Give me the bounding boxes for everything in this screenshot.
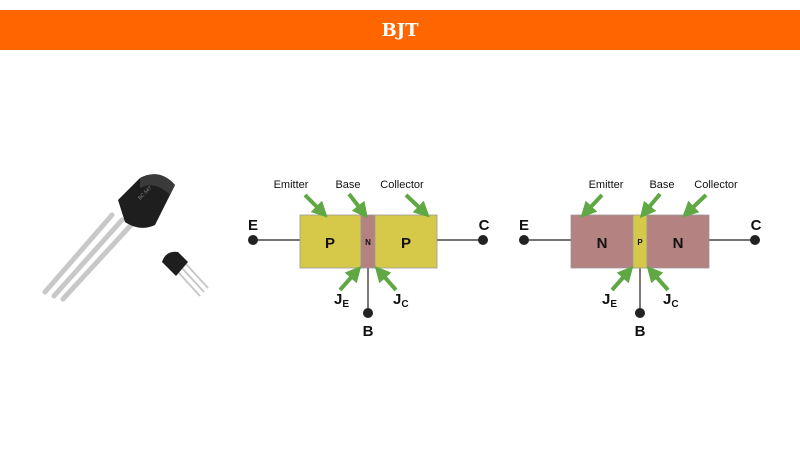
npn-junction-je: JE bbox=[602, 291, 617, 310]
pnp-jc-arrow bbox=[374, 266, 398, 292]
npn-je-arrow bbox=[610, 266, 634, 292]
npn-diagram: N P N Emitter Base Collector E C B JE JC bbox=[519, 179, 762, 340]
npn-region-left-label: N bbox=[597, 235, 608, 252]
npn-collector-arrow bbox=[682, 193, 708, 218]
npn-base-arrow bbox=[639, 192, 662, 219]
pnp-diagram: P N P Emitter Base Collector E C B JE JC bbox=[248, 179, 490, 340]
pnp-region-right-label: P bbox=[401, 235, 411, 252]
npn-collector-region bbox=[646, 214, 710, 269]
page-title: BJT bbox=[381, 19, 419, 41]
pnp-collector-region bbox=[374, 214, 438, 269]
npn-collector-label: Collector bbox=[694, 179, 738, 191]
pnp-emitter-terminal bbox=[248, 235, 258, 245]
pnp-terminal-c: C bbox=[479, 217, 490, 234]
pnp-emitter-arrow bbox=[303, 193, 328, 218]
npn-collector-terminal bbox=[750, 235, 760, 245]
pnp-terminal-e: E bbox=[248, 217, 258, 234]
npn-emitter-region bbox=[570, 214, 634, 269]
large-transistor: BC 547 bbox=[42, 174, 175, 302]
pnp-base-label: Base bbox=[335, 179, 360, 191]
pnp-junction-jc: JC bbox=[393, 291, 409, 310]
transistor-photo: BC 547 bbox=[42, 174, 209, 302]
pnp-region-left-label: P bbox=[325, 235, 335, 252]
pnp-collector-label: Collector bbox=[380, 179, 424, 191]
npn-emitter-label: Emitter bbox=[589, 179, 624, 191]
npn-terminal-e: E bbox=[519, 217, 529, 234]
npn-region-middle-label: P bbox=[637, 238, 643, 247]
npn-junction-jc: JC bbox=[663, 291, 679, 310]
pnp-emitter-region bbox=[299, 214, 362, 269]
npn-jc-arrow bbox=[646, 266, 670, 292]
npn-terminal-b: B bbox=[635, 323, 646, 340]
small-transistor bbox=[162, 251, 209, 297]
pnp-collector-arrow bbox=[404, 193, 430, 218]
npn-base-terminal bbox=[635, 308, 645, 318]
npn-base-label: Base bbox=[649, 179, 674, 191]
pnp-region-middle-label: N bbox=[365, 238, 371, 247]
pnp-base-arrow bbox=[347, 192, 368, 219]
npn-terminal-c: C bbox=[751, 217, 762, 234]
pnp-terminal-b: B bbox=[363, 323, 374, 340]
pnp-junction-je: JE bbox=[334, 291, 349, 310]
pnp-collector-terminal bbox=[478, 235, 488, 245]
pnp-je-arrow bbox=[338, 266, 362, 292]
npn-emitter-arrow bbox=[580, 193, 604, 218]
pnp-emitter-label: Emitter bbox=[274, 179, 309, 191]
pnp-base-terminal bbox=[363, 308, 373, 318]
title-bar: BJT bbox=[0, 10, 800, 50]
npn-region-right-label: N bbox=[673, 235, 684, 252]
npn-emitter-terminal bbox=[519, 235, 529, 245]
